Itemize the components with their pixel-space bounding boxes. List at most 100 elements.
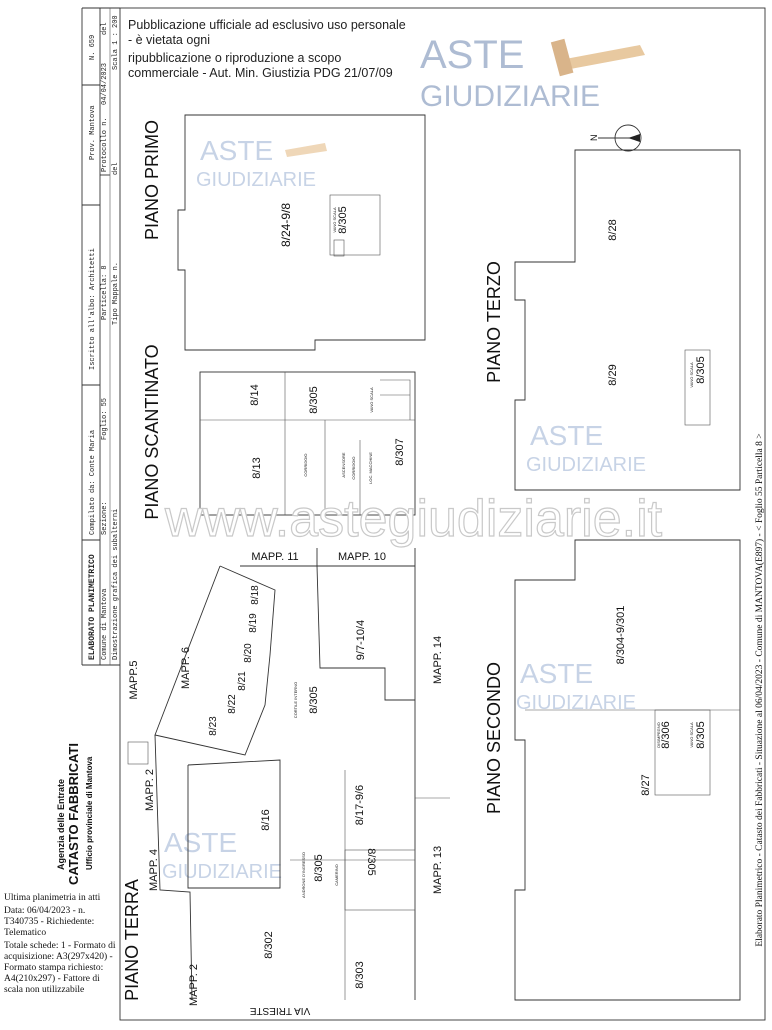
plan-label: 8/24-9/8 — [279, 203, 293, 247]
plan-label: CATASTO FABBRICATI — [66, 743, 81, 885]
plan-label: VANO SCALA — [689, 362, 694, 388]
plan-label: 8/19 — [248, 613, 259, 633]
plan-label: 8/305 — [308, 386, 320, 414]
parcel: Particella: 8 — [101, 265, 109, 320]
plan-label: 8/29 — [607, 364, 619, 385]
footer-line-3: Totale schede: 1 - Formato di acquisizio… — [4, 941, 116, 995]
plan-label: CORRIDOIO — [303, 453, 308, 476]
neighbor-label: MAPP. 4 — [148, 849, 160, 891]
plan-label: ASCENSORE — [341, 452, 346, 477]
plan-label: 8/22 — [227, 694, 238, 714]
plan-label: 8/302 — [263, 931, 275, 959]
title-block: ELABORATO PLANIMETRICO Compilato da: Con… — [81, 7, 120, 666]
aste-logo-top: ASTE GIUDIZIARIE — [420, 33, 645, 113]
neighbor-label: MAPP. 13 — [432, 846, 444, 894]
plan-label: GIUDIZIARIE — [526, 454, 646, 476]
plan-label: 8/304-9/301 — [615, 606, 627, 665]
plan-label: 8/305 — [695, 356, 707, 384]
plan-label: ASTE — [200, 135, 273, 166]
plan-label: 8/17-9/6 — [354, 785, 366, 825]
plan-label: GIUDIZIARIE — [196, 169, 316, 191]
plan-label: 8/303 — [354, 961, 366, 989]
plan-label: 8/305 — [695, 721, 707, 749]
floor-terra: PIANO TERRA 8/23 8/22 8/21 8/20 8/19 8/1… — [122, 548, 450, 1016]
plan-label: 8/14 — [249, 384, 261, 405]
plan-label: VANO SCALA — [369, 387, 374, 413]
plan-label: 8/21 — [237, 671, 248, 691]
title-text: ELABORATO PLANIMETRICO — [88, 554, 97, 660]
plan-label: ASTE — [530, 420, 603, 451]
compiled-by: Compilato da: Conte Maria — [89, 430, 97, 535]
neighbor-label: MAPP. 14 — [432, 636, 444, 684]
plan-label: 8/305 — [365, 848, 377, 876]
publication-notice-2: ripubblicazione o riproduzione a scopo c… — [128, 51, 393, 80]
plan-label: CORRIDOIO — [351, 456, 356, 479]
north-compass: N — [589, 124, 642, 152]
protocol-date: 04/04/2023 — [101, 63, 109, 105]
plan-label: DISIMPEGNO — [656, 722, 661, 748]
plan-label: 8/23 — [208, 716, 219, 736]
floor-label: PIANO PRIMO — [142, 120, 162, 240]
plan-label: LOC. MACCHINE — [368, 452, 373, 484]
plan-label: Agenzia delle Entrate — [56, 779, 66, 870]
protocol: Protocollo n. — [101, 117, 109, 172]
plan-label: CAMERINO — [334, 864, 339, 886]
publication-notice-1: Pubblicazione ufficiale ad esclusivo uso… — [128, 18, 406, 47]
floor-label: PIANO TERZO — [484, 261, 504, 383]
neighbor-label: MAPP. 2 — [188, 964, 200, 1006]
plan-label: 8/305 — [337, 206, 349, 234]
sheet-number: N. 659 — [89, 35, 97, 60]
sheet: Foglio: 55 — [101, 398, 109, 440]
plan-label: 8/305 — [308, 686, 320, 714]
description: Dimostrazione grafica dei subalterni — [112, 509, 120, 660]
floor-label: PIANO TERRA — [122, 879, 142, 1001]
tipo-mappale: Tipo Mappale n. — [112, 262, 120, 325]
plan-label: 8/18 — [250, 585, 261, 605]
plan-label: ANDRONE D'INGRESSO — [301, 852, 306, 898]
neighbor-label: MAPP.5 — [128, 661, 140, 700]
plan-label: 8/28 — [607, 219, 619, 240]
registered-order: Iscritto all'albo: Architetti — [89, 248, 97, 370]
municipality: Comune di Mantova — [101, 589, 109, 660]
aste-logo-terra: ASTE GIUDIZIARIE — [162, 827, 282, 883]
neighbor-label: MAPP. 6 — [180, 647, 192, 689]
plan-label: N — [589, 135, 599, 142]
neighbor-label: MAPP. 2 — [144, 769, 156, 811]
floor-primo: PIANO PRIMO 8/24-9/8 8/305 VANO SCALA — [142, 114, 426, 351]
plan-label: VANO SCALA — [689, 722, 694, 748]
floor-terzo: PIANO TERZO 8/28 8/305 8/29 VANO SCALA — [484, 149, 741, 491]
plan-label: ASTE — [164, 827, 237, 858]
plan-label: 8/27 — [640, 774, 652, 795]
floor-secondo: PIANO SECONDO 8/304-9/301 8/306 8/305 8/… — [484, 539, 741, 1001]
plan-label: GIUDIZIARIE — [162, 861, 282, 883]
plan-label: 8/13 — [251, 457, 263, 478]
plan-label: 8/20 — [243, 643, 254, 663]
aste-logo-primo: ASTE GIUDIZIARIE — [196, 135, 327, 191]
plan-label: 8/16 — [260, 809, 272, 830]
section: Sezione: — [101, 501, 109, 535]
plan-label: ASTE — [520, 658, 593, 689]
street-label: VIA TRIESTE — [249, 1005, 310, 1016]
floor-label: PIANO SCANTINATO — [142, 344, 162, 519]
plan-label: CORTILE INTERNO — [293, 682, 298, 718]
footer-line-2: Data: 06/04/2023 - n. T340735 - Richiede… — [4, 906, 95, 938]
plan-label: 8/305 — [313, 854, 325, 882]
plan-label: GIUDIZIARIE — [516, 692, 636, 714]
footer-line-1: Ultima planimetria in atti — [4, 893, 101, 903]
agency-logo: Agenzia delle Entrate CATASTO FABBRICATI… — [56, 743, 94, 885]
plan-label: VANO SCALA — [332, 207, 337, 233]
site-watermark: www.astegiudiziarie.it — [164, 490, 663, 548]
aste-logo-terzo: ASTE GIUDIZIARIE — [526, 420, 646, 476]
plan-label: GIUDIZIARIE — [420, 80, 600, 113]
aste-logo-secondo: ASTE GIUDIZIARIE — [516, 658, 636, 714]
province: Prov. Mantova — [89, 105, 97, 160]
plan-label: Ufficio provinciale di Mantova — [85, 756, 94, 870]
neighbor-label: MAPP. 11 — [251, 551, 298, 563]
footer-block: Ultima planimetria in atti Data: 06/04/2… — [4, 893, 116, 996]
scale: Scala 1 : 200 — [112, 15, 120, 70]
publication-notice: Pubblicazione ufficiale ad esclusivo uso… — [128, 18, 413, 81]
plan-label: 9/7-10/4 — [355, 620, 367, 660]
side-caption: Elaborato Planimetrico - Catasto dei Fab… — [754, 433, 765, 946]
neighbor-label: MAPP. 10 — [338, 551, 386, 563]
